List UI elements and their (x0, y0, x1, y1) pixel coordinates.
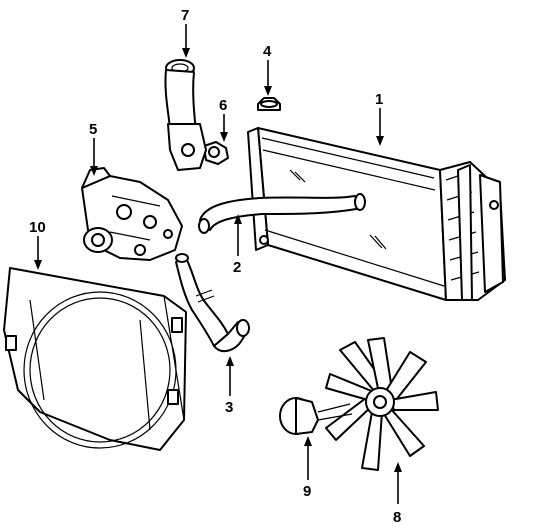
fan-shroud (3, 267, 187, 451)
upper-hose (198, 193, 366, 234)
lower-hose (175, 253, 250, 353)
callout-9: 9 (303, 483, 311, 500)
callout-5: 5 (89, 121, 97, 138)
callout-1: 1 (375, 91, 383, 108)
thermostat (203, 141, 229, 165)
radiator-cap (257, 97, 281, 111)
fan-blade (325, 337, 439, 471)
radiator (247, 127, 506, 301)
fan-clutch (279, 397, 353, 435)
callout-3: 3 (225, 399, 233, 416)
callout-10: 10 (29, 219, 46, 236)
callout-4: 4 (263, 43, 272, 60)
leader-lines (34, 24, 402, 504)
water-outlet (164, 59, 207, 171)
callout-8: 8 (393, 509, 401, 526)
callout-6: 6 (219, 97, 227, 114)
water-pump (81, 167, 183, 261)
callout-2: 2 (233, 259, 241, 276)
callout-7: 7 (181, 7, 189, 24)
